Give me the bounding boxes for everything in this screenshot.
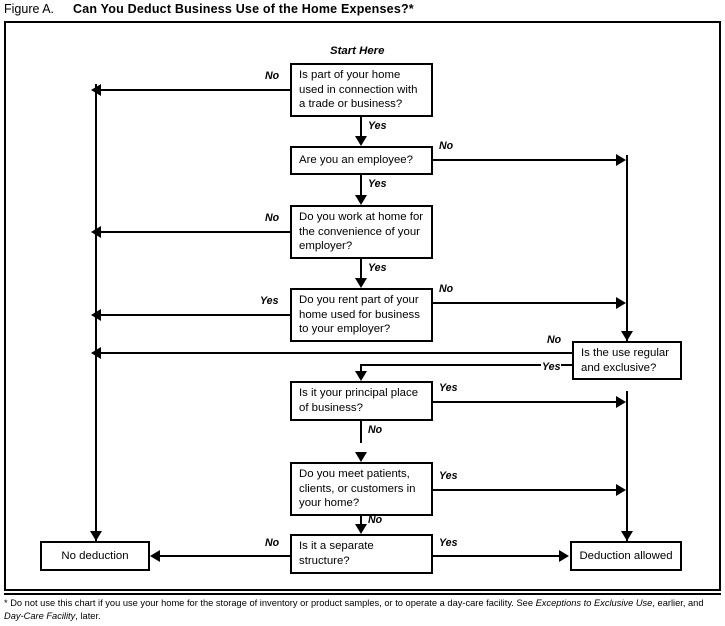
edge-q1-yes-line [360,117,362,139]
node-q8[interactable]: Is it a separate structure? [290,534,433,574]
left-trunk-arrow-down [90,531,102,541]
edge-label-q8-yes: Yes [438,537,459,549]
edge-label-q2-no: No [438,140,455,152]
right-trunk-arrow-into-deduction [621,531,633,541]
footnote: * Do not use this chart if you use your … [4,597,721,623]
node-q5[interactable]: Is the use regular and exclusive? [572,341,682,380]
footnote-italic1: Exceptions to Exclusive Use [535,598,653,608]
edge-label-q1-no: No [264,70,281,82]
node-no-deduction-text: No deduction [61,549,129,562]
edge-q5-yes-line-v [360,364,362,373]
node-q6-text: Is it your principal place of business? [299,387,419,414]
footnote-part1: Do not use this chart if you use your ho… [7,598,536,608]
node-q4[interactable]: Do you rent part of your home used for b… [290,288,433,342]
edge-label-q4-no: No [438,283,455,295]
edge-label-q3-yes: Yes [367,262,388,274]
figure-label: Figure A. [4,2,55,16]
edge-q6-no-line [360,421,362,443]
node-q4-text: Do you rent part of your home used for b… [299,294,420,336]
edge-q2-yes-arrow [355,195,367,205]
edge-q6-yes-line [433,401,617,403]
edge-q7-no-line [360,516,362,530]
node-q7[interactable]: Do you meet patients, clients, or custom… [290,462,433,516]
edge-q2-no-arrow [616,154,626,166]
footnote-italic2: Day-Care Facility [4,610,76,621]
edge-q3-yes-line [360,259,362,281]
footnote-part2: , earlier, and [652,598,704,608]
right-trunk-line-upper [626,155,628,341]
edge-label-q4-yes: Yes [259,295,280,307]
node-q1-text: Is part of your home used in connection … [299,69,418,111]
edge-q1-no-line [101,89,290,91]
edge-q4-yes-arrow [91,309,101,321]
node-q6[interactable]: Is it your principal place of business? [290,381,433,421]
node-q1[interactable]: Is part of your home used in connection … [290,63,433,117]
edge-label-q7-yes: Yes [438,470,459,482]
right-trunk-arrow-into-q5 [621,331,633,341]
edge-label-q6-no: No [367,424,384,436]
edge-q4-no-arrow [616,297,626,309]
edge-q5-yes-line-h [360,364,572,366]
edge-q8-no-line [160,555,290,557]
edge-q2-no-line [433,159,617,161]
edge-label-q8-no: No [264,537,281,549]
edge-q2-yes-line [360,175,362,197]
node-q7-text: Do you meet patients, clients, or custom… [299,468,416,510]
edge-q6-yes-arrow [616,396,626,408]
footnote-rule [4,593,721,595]
edge-label-q5-no: No [546,334,563,346]
edge-label-q7-no: No [367,514,384,526]
right-trunk-line-lower [626,391,628,541]
edge-q3-no-arrow [91,226,101,238]
edge-label-q3-no: No [264,212,281,224]
node-q5-text: Is the use regular and exclusive? [581,346,670,374]
edge-label-q2-yes: Yes [367,178,388,190]
node-q3-text: Do you work at home for the convenience … [299,211,424,253]
edge-q4-no-line [433,302,617,304]
node-q8-text: Is it a separate structure? [299,540,374,567]
edge-q3-yes-arrow [355,278,367,288]
edge-q5-no-line [101,352,572,354]
edge-q7-yes-arrow [616,484,626,496]
edge-q8-no-arrow [150,550,160,562]
node-deduction-allowed[interactable]: Deduction allowed [570,541,682,571]
edge-q1-no-arrow [91,84,101,96]
edge-label-q1-yes: Yes [367,120,388,132]
edge-label-q5-yes: Yes [541,361,562,373]
node-q3[interactable]: Do you work at home for the convenience … [290,205,433,259]
edge-q6-no-arrow [355,452,367,462]
edge-q8-yes-line [433,555,560,557]
edge-q1-yes-arrow [355,136,367,146]
start-here-label: Start Here [330,45,385,57]
edge-q3-no-line [101,231,290,233]
edge-q4-yes-line [101,314,290,316]
figure-header: Figure A. Can You Deduct Business Use of… [4,2,721,20]
edge-q5-yes-arrow [355,371,367,381]
edge-q7-yes-line [433,489,617,491]
edge-q7-no-arrow [355,524,367,534]
node-no-deduction[interactable]: No deduction [40,541,150,571]
edge-q8-yes-arrow [559,550,569,562]
edge-q5-no-arrow [91,347,101,359]
figure-title: Can You Deduct Business Use of the Home … [73,2,414,16]
footnote-marker: * [4,598,8,608]
node-deduction-allowed-text: Deduction allowed [579,549,673,562]
footnote-part3: , later. [75,610,101,621]
node-q2[interactable]: Are you an employee? [290,146,433,175]
node-q2-text: Are you an employee? [299,154,413,167]
edge-label-q6-yes: Yes [438,382,459,394]
